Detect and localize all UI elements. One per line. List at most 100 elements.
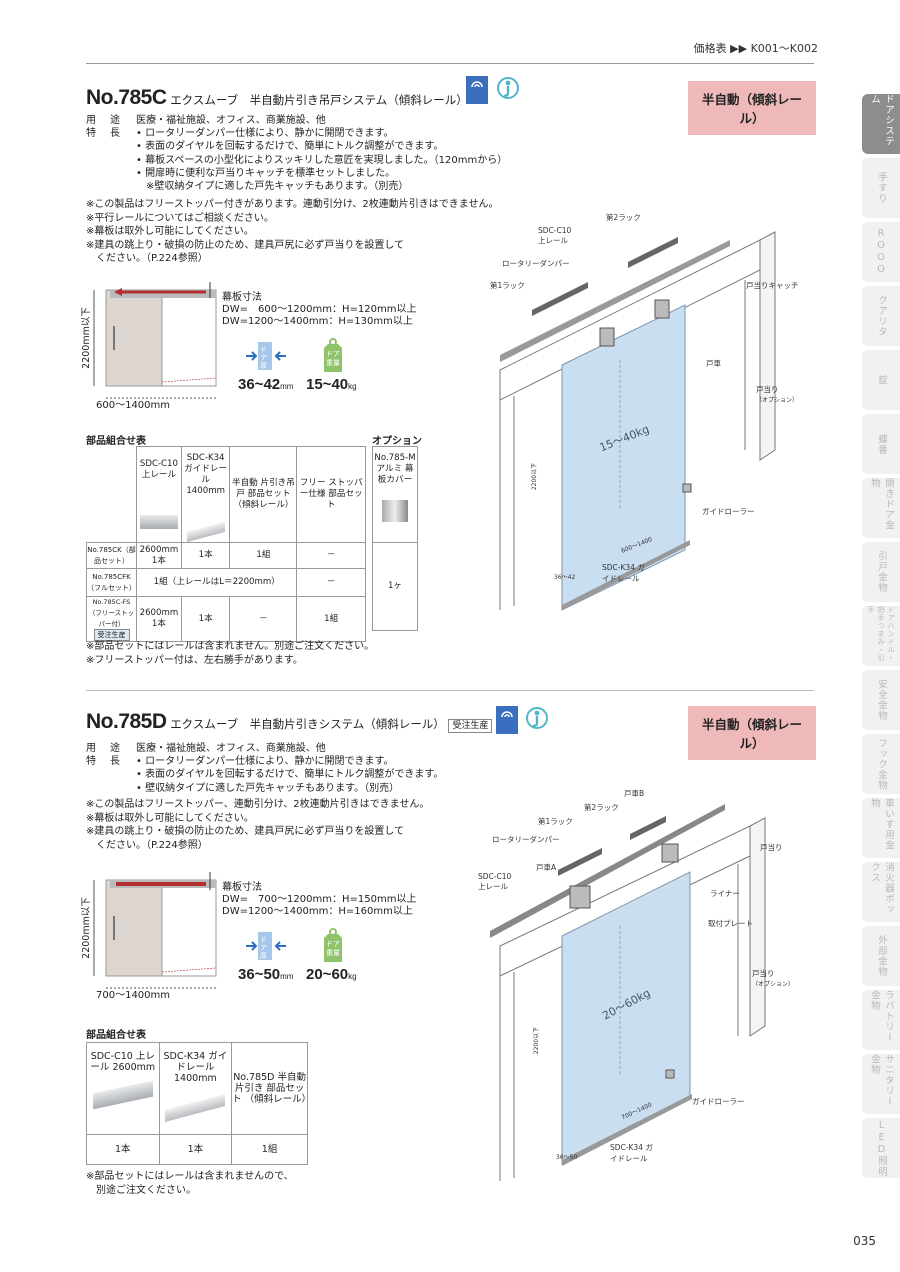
label-upper-rail: SDC-C10 上レール bbox=[478, 872, 512, 891]
label-wheel: 戸車 bbox=[706, 359, 721, 368]
guide-rail-image bbox=[186, 521, 225, 543]
door-thick-value: 36~42mm bbox=[238, 376, 294, 393]
feature-text: ※壁収納タイプに適した戸先キャッチもあります。（別売） bbox=[146, 181, 409, 193]
product2-title: No.785D エクスムーブ 半自動片引きシステム（傾斜レール） 受注生産 bbox=[86, 710, 493, 734]
parts-header: SDC-C10 上レール bbox=[136, 446, 182, 543]
label-liner: ライナー bbox=[710, 889, 740, 898]
sidebar-tab-handrail[interactable]: 手すり bbox=[862, 158, 900, 218]
product1-specs: 用 途医療・福祉施設、オフィス、商業施設、他 特 長• ロータリーダンパー仕様に… bbox=[86, 114, 507, 193]
universal-design-icon bbox=[524, 706, 550, 735]
parts-header: SDC-K34 ガイドレール 1400mm bbox=[158, 1042, 233, 1135]
label-thick: 36〜42 bbox=[554, 574, 576, 581]
label-rack2: 第2ラック bbox=[606, 213, 641, 222]
label-damper: ロータリーダンパー bbox=[502, 259, 570, 268]
note-line: ※平行レールについてはご相談ください。 bbox=[86, 212, 274, 224]
sidebar-tab-swing-door[interactable]: 開きドア金物 bbox=[862, 478, 900, 538]
rail-image bbox=[139, 515, 178, 529]
sidebar-tab-wheelchair[interactable]: 車いす用金物 bbox=[862, 798, 900, 858]
sidebar-tab-lock[interactable]: 錠 bbox=[862, 350, 900, 410]
product2-badge: 半自動（傾斜レール） bbox=[688, 706, 816, 760]
width-range: 600〜1400mm bbox=[96, 400, 171, 411]
product1-parts-table: SDC-C10 上レール SDC-K34 ガイドレール 1400mm 半自動 片… bbox=[85, 446, 366, 642]
door-thick-value: 36~50mm bbox=[238, 966, 294, 983]
width-range: 700〜1400mm bbox=[96, 990, 171, 1001]
parts-row-name: No.785CFK（フルセット） bbox=[85, 568, 138, 597]
sidebar-tab-exterior[interactable]: 外部金物 bbox=[862, 926, 900, 986]
label-guide-rail: SDC-K34 ガイドレール bbox=[610, 1143, 653, 1163]
label-upper-rail: SDC-C10 上レール bbox=[538, 226, 572, 245]
cover-image bbox=[382, 500, 408, 522]
label-stop: 戸当り（オプション） bbox=[756, 385, 799, 404]
height-limit: 2200mm以下 bbox=[80, 307, 92, 369]
sidebar-tab-hook[interactable]: フック金物 bbox=[862, 734, 900, 794]
note-line: ※この製品はフリーストッパー付きがあります。連動引分け、2枚連動片引きはできませ… bbox=[86, 199, 499, 210]
product1-number: No.785C bbox=[86, 86, 167, 109]
product1-title: No.785C エクスムーブ 半自動片引き吊戸システム（傾斜レール） bbox=[86, 86, 468, 110]
label-thick: 36〜50 bbox=[556, 1154, 578, 1161]
parts-row-name: No.785C-FS（フリーストッパー付）受注生産 bbox=[85, 596, 138, 642]
door-weight-value: 15~40kg bbox=[306, 376, 357, 393]
note-line: ※建具の跳上り・破損の防止のため、建具戸尻に必ず戸当りを設置して bbox=[86, 239, 405, 251]
product1-option-table: No.785-M アルミ 幕板カバー 1ヶ bbox=[372, 446, 418, 631]
product1-parts-title: 部品組合せ表 bbox=[86, 436, 146, 447]
label-stop: 戸当り bbox=[760, 843, 783, 852]
sidebar-tab-safety[interactable]: 安全金物 bbox=[862, 670, 900, 730]
parts-header: 半自動 片引き吊戸 部品セット （傾斜レール） bbox=[229, 446, 298, 543]
product1-option-title: オプション bbox=[372, 436, 422, 447]
option-value: 1ヶ bbox=[372, 542, 418, 631]
sidebar-tab-lavatory[interactable]: ラバトリー金物 bbox=[862, 990, 900, 1050]
label-stop-option: 戸当り（オプション） bbox=[752, 969, 795, 988]
product2-dimension-diagram: 2200mm以下 700〜1400mm bbox=[81, 868, 226, 1008]
parts-header: No.785D 半自動片引き 部品セット （傾斜レール） bbox=[231, 1042, 311, 1135]
label-guide-roller: ガイドローラー bbox=[702, 507, 755, 516]
sidebar-tab-hinge[interactable]: 蝶番 bbox=[862, 414, 900, 474]
product2-notes: ※この製品はフリーストッパー、連動引分け、2枚連動片引きはできません。 ※幕板は… bbox=[86, 799, 430, 851]
parts-header: SDC-K34 ガイドレール 1400mm bbox=[180, 446, 231, 543]
label-plate: 取付プレート bbox=[708, 919, 753, 928]
product1-badge: 半自動（傾斜レール） bbox=[688, 81, 816, 135]
label-guide-rail: SDC-K34 ガイドレール bbox=[602, 563, 645, 583]
note-line: ※幕板は取外し可能にしてください。 bbox=[86, 226, 254, 237]
label-rack1: 第1ラック bbox=[538, 817, 573, 826]
note-line: ください。（P.224参照） bbox=[86, 253, 208, 264]
parts-header: フリー ストッパー仕様 部品セット bbox=[296, 446, 366, 543]
eyesless-icon bbox=[496, 706, 518, 734]
sidebar-tab-door-system[interactable]: ドアシステム bbox=[862, 94, 900, 154]
sidebar-tab-qualita[interactable]: クアリタ bbox=[862, 286, 900, 346]
product2-number: No.785D bbox=[86, 710, 167, 733]
sidebar-tab-sanitary[interactable]: サニタリー金物 bbox=[862, 1054, 900, 1114]
product2-makuita: 幕板寸法 DW= 700〜1200mm：H=150mm以上 DW=1200〜14… bbox=[222, 882, 417, 917]
product1-name: エクスムーブ 半自動片引き吊戸システム（傾斜レール） bbox=[170, 93, 468, 107]
sidebar-tab-rooo[interactable]: ROOO bbox=[862, 222, 900, 282]
label-catch: 戸当りキャッチ bbox=[746, 281, 799, 290]
sidebar-tab-sliding-door[interactable]: 引戸金物 bbox=[862, 542, 900, 602]
product2-parts-title: 部品組合せ表 bbox=[86, 1030, 146, 1041]
label-height: 2200以下 bbox=[531, 462, 539, 491]
eyesless-icon bbox=[466, 76, 488, 104]
label-rack1: 第1ラック bbox=[490, 281, 525, 290]
guide-rail-image bbox=[165, 1093, 226, 1123]
door-thick-label: ドア厚 bbox=[260, 346, 267, 370]
sidebar-tab-fire-box[interactable]: 消火器ボックス bbox=[862, 862, 900, 922]
product1-dimension-diagram: 2200mm以下 600〜1400mm bbox=[81, 278, 226, 418]
door-thickness-icon: ドア厚 bbox=[244, 340, 288, 372]
top-divider bbox=[86, 63, 814, 64]
sidebar-tab-led[interactable]: LED照明 bbox=[862, 1118, 900, 1178]
sidebar-tab-handle[interactable]: ドアハンドル・把手つまみ・引手 bbox=[862, 606, 900, 666]
product2-parts-table: SDC-C10 上レール 2600mm SDC-K34 ガイドレール 1400m… bbox=[86, 1042, 311, 1165]
label-height: 2200以下 bbox=[533, 1026, 541, 1055]
feature-text: • 開扉時に便利な戸当りキャッチを標準セットしました。 bbox=[136, 167, 396, 179]
parts-header: SDC-C10 上レール 2600mm bbox=[86, 1042, 160, 1135]
label-guide-roller: ガイドローラー bbox=[692, 1097, 745, 1106]
price-reference: 価格表 ▶▶ K001〜K002 bbox=[693, 42, 818, 55]
feature-text: • ロータリーダンパー仕様により、静かに開閉できます。 bbox=[136, 128, 394, 140]
section-divider bbox=[86, 690, 814, 691]
door-weight-icon: ドア重量 bbox=[318, 338, 348, 372]
feature-text: • 表面のダイヤルを回転するだけで、簡単にトルク調整ができます。 bbox=[136, 141, 444, 153]
label-wheel-b: 戸車B bbox=[624, 789, 645, 798]
use-label: 用 途 bbox=[86, 115, 122, 126]
door-thickness-icon: ドア厚 bbox=[244, 930, 288, 962]
feature-text: • 幕板スペースの小型化によりスッキリした意匠を実現しました。（120mmから） bbox=[136, 154, 508, 166]
label-wheel-a: 戸車A bbox=[536, 863, 557, 872]
product1-isometric-diagram: 第2ラック SDC-C10 上レール ロータリーダンパー 第1ラック 戸当りキャ… bbox=[470, 210, 830, 620]
